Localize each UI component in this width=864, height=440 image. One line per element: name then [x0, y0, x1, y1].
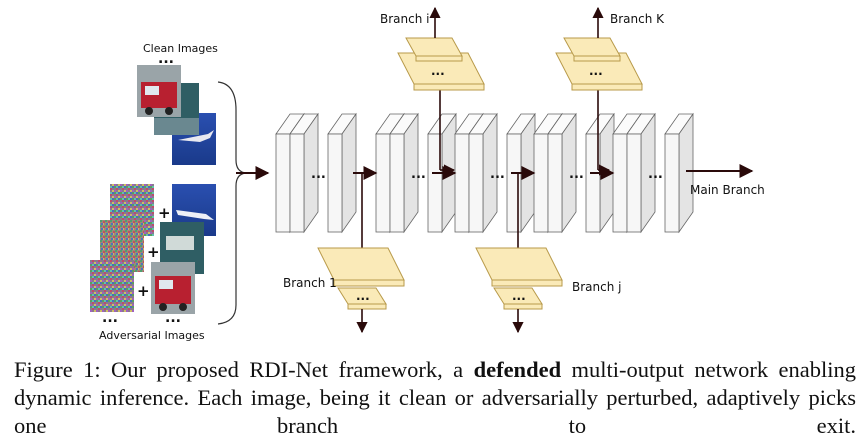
adv-ellipsis-left: ... [102, 310, 118, 326]
backbone-ellipsis: ... [411, 167, 426, 182]
layer-slab [289, 112, 319, 234]
noise-image-3 [90, 260, 134, 312]
backbone-block-1: ... [275, 112, 357, 234]
backbone-ellipsis: ... [569, 167, 584, 182]
branch-k: ... [555, 6, 643, 176]
branch-k-ellipsis: ... [589, 64, 603, 78]
main-branch-label: Main Branch [690, 183, 765, 197]
figure-caption: Figure 1: Our proposed RDI-Net framework… [14, 356, 856, 440]
backbone-blocks: ............... [275, 112, 694, 234]
layer-slab [547, 112, 577, 234]
layer-slab [468, 112, 498, 234]
caption-bold-word: defended [473, 357, 562, 382]
backbone-block-4: ... [533, 112, 615, 234]
branch-j-ellipsis: ... [512, 289, 526, 303]
rdi-net-diagram: Clean Images ... + + + ... ... Adversari… [90, 6, 765, 342]
layer-slab [626, 112, 656, 234]
adversarial-images-label: Adversarial Images [99, 329, 205, 342]
backbone-ellipsis: ... [311, 167, 326, 182]
caption-text-start: Figure 1: Our proposed RDI-Net framework… [14, 357, 474, 382]
adv-ellipsis-right: ... [165, 310, 181, 326]
clean-image-stack [137, 65, 216, 165]
plus-sign-2: + [147, 243, 160, 261]
caption-text-end: multi-output network enabling dynamic in… [14, 357, 856, 438]
layer-slab [327, 112, 357, 234]
backbone-ellipsis: ... [490, 167, 505, 182]
clean-ellipsis-top: ... [158, 51, 174, 67]
branch-i: ... [397, 6, 485, 176]
branch-1-label: Branch 1 [283, 276, 337, 290]
plus-sign-3: + [137, 282, 150, 300]
branch-j-label: Branch j [572, 280, 621, 294]
branch-1: ... [317, 172, 405, 334]
clean-images-label: Clean Images [143, 42, 218, 55]
branch-1-ellipsis: ... [356, 289, 370, 303]
branch-i-ellipsis: ... [431, 64, 445, 78]
backbone-block-5: ... [612, 112, 694, 234]
branch-i-label: Branch i [380, 12, 429, 26]
branch-j: ... [475, 172, 563, 334]
layer-slab [389, 112, 419, 234]
adversarial-image-stack: + + + [90, 184, 216, 314]
branch-k-label: Branch K [610, 12, 665, 26]
layer-slab [664, 112, 694, 234]
input-brace [217, 81, 247, 325]
backbone-ellipsis: ... [648, 167, 663, 182]
plus-sign-1: + [158, 204, 171, 222]
